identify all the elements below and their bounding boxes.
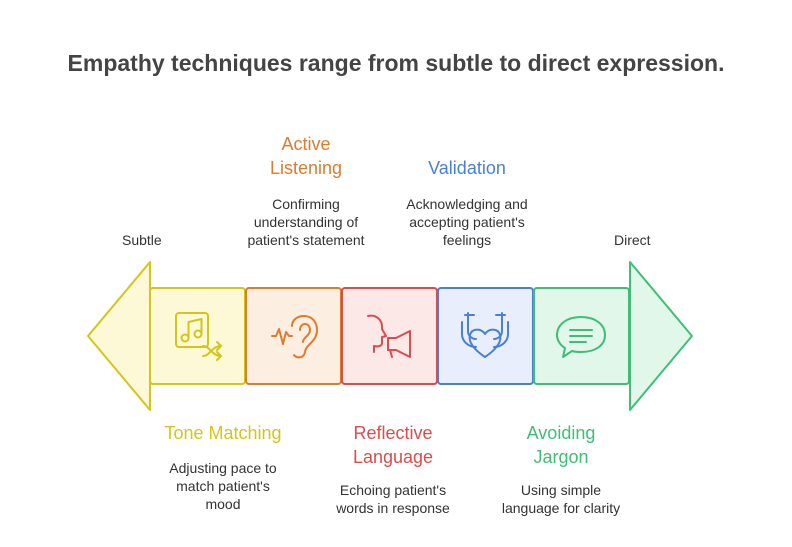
segment-tone-matching <box>149 287 246 385</box>
reflective-language-title: Reflective Language <box>352 423 434 467</box>
segment-validation <box>437 287 534 385</box>
speech-bubble-icon <box>556 316 606 358</box>
avoiding-jargon-title: Avoiding Jargon <box>526 423 596 467</box>
tone-matching-title: Tone Matching <box>164 423 282 443</box>
music-shuffle-icon <box>175 312 222 361</box>
active-listening-description: Confirming understanding of patient's st… <box>247 196 365 248</box>
hands-heart-icon <box>461 312 509 358</box>
right-arrow-head <box>629 261 693 411</box>
left-arrow-head <box>87 261 151 411</box>
active-listening-title: Active Listening <box>269 134 343 178</box>
direct-label: Direct <box>614 232 651 248</box>
subtle-label: Subtle <box>122 232 162 248</box>
reflective-language-description: Echoing patient's words in response <box>336 482 450 516</box>
tone-matching-description: Adjusting pace to match patient's mood <box>169 460 277 512</box>
ear-icon <box>271 315 318 359</box>
validation-description: Acknowledging and accepting patient's fe… <box>406 196 528 248</box>
diagram-title: Empathy techniques range from subtle to … <box>67 50 725 76</box>
avoiding-jargon-description: Using simple language for clarity <box>501 482 621 516</box>
speaking-megaphone-icon <box>367 314 411 358</box>
segment-active-listening <box>245 287 342 385</box>
validation-title: Validation <box>428 158 506 178</box>
segment-reflective-language <box>341 287 438 385</box>
